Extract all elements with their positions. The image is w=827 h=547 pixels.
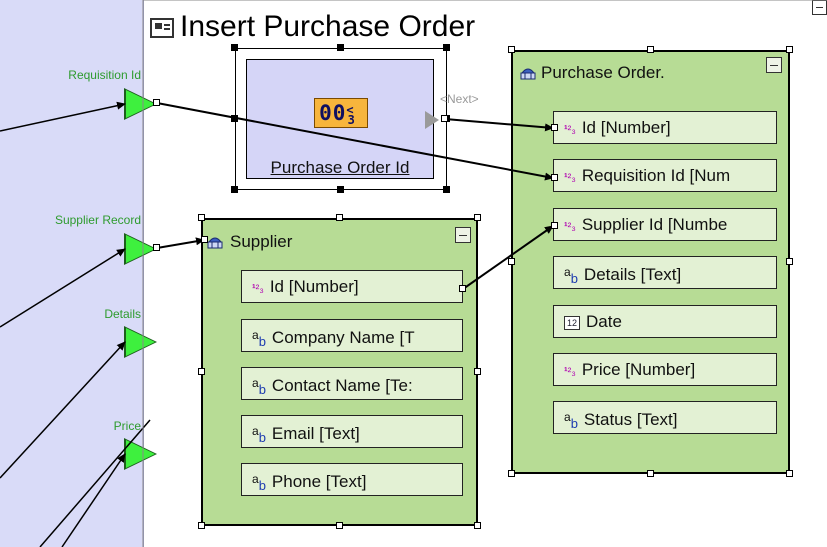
purchase-order-title: Purchase Order. — [541, 63, 665, 82]
connection-point[interactable] — [441, 115, 448, 122]
next-output-port[interactable] — [425, 111, 439, 129]
input-label-details: Details — [104, 307, 141, 321]
purchase-order-collapse-button[interactable] — [766, 57, 782, 73]
input-label-price: Price — [113, 419, 141, 433]
database-table-icon — [207, 237, 223, 249]
connector-po-id-to-id[interactable] — [444, 118, 554, 132]
input-label-requisition-id: Requisition Id — [68, 68, 141, 82]
connection-point[interactable] — [459, 285, 466, 292]
connection-point[interactable] — [201, 236, 208, 243]
connection-point[interactable] — [551, 222, 558, 229]
input-port-details[interactable] — [124, 326, 158, 358]
number-type-icon: ¹²₃ — [564, 172, 576, 184]
incoming-connector — [61, 453, 126, 547]
resize-handle[interactable] — [336, 214, 343, 221]
connection-point[interactable] — [153, 99, 160, 106]
resize-handle[interactable] — [508, 470, 515, 477]
number-type-icon: ¹²₃ — [252, 283, 264, 295]
number-type-icon: ¹²₃ — [564, 221, 576, 233]
resize-handle[interactable] — [198, 522, 205, 529]
number-type-icon: ¹²₃ — [564, 124, 576, 136]
resize-handle[interactable] — [337, 186, 344, 193]
text-type-icon: ab — [252, 328, 266, 349]
resize-handle[interactable] — [474, 368, 481, 375]
resize-handle[interactable] — [508, 258, 515, 265]
resize-handle[interactable] — [474, 522, 481, 529]
counter-icon: 00<3 — [314, 98, 368, 128]
text-type-icon: ab — [564, 410, 578, 431]
resize-handle[interactable] — [231, 115, 238, 122]
text-type-icon: ab — [252, 424, 266, 445]
supplier-collapse-button[interactable] — [455, 227, 471, 243]
connector-requisition-to-po[interactable] — [156, 102, 554, 181]
incoming-connector — [0, 248, 126, 328]
next-port-label: <Next> — [440, 92, 479, 106]
database-table-icon — [520, 68, 536, 80]
form-icon — [150, 18, 174, 38]
resize-handle[interactable] — [786, 470, 793, 477]
input-label-supplier-record: Supplier Record — [54, 213, 141, 227]
number-type-icon: ¹²₃ — [564, 366, 576, 378]
text-type-icon: ab — [252, 376, 266, 397]
connection-point[interactable] — [551, 174, 558, 181]
resize-handle[interactable] — [508, 46, 515, 53]
connector-supplier-record[interactable] — [156, 237, 205, 249]
resize-handle[interactable] — [336, 522, 343, 529]
resize-handle[interactable] — [474, 214, 481, 221]
resize-handle[interactable] — [786, 258, 793, 265]
text-type-icon: ab — [564, 265, 578, 286]
resize-handle[interactable] — [198, 368, 205, 375]
diagram-title: Insert Purchase Order — [180, 10, 476, 43]
resize-handle[interactable] — [198, 214, 205, 221]
incoming-connector — [0, 341, 126, 479]
input-port-requisition-id[interactable] — [124, 88, 158, 120]
date-type-icon: 12 — [564, 316, 580, 330]
purchase-order-id-label: Purchase Order Id — [270, 158, 410, 177]
resize-handle[interactable] — [231, 186, 238, 193]
resize-handle[interactable] — [443, 186, 450, 193]
input-port-supplier-record[interactable] — [124, 233, 158, 265]
connector-supplier-id[interactable] — [462, 225, 554, 290]
resize-handle[interactable] — [337, 44, 344, 51]
text-type-icon: ab — [252, 472, 266, 493]
resize-handle[interactable] — [647, 470, 654, 477]
connection-point[interactable] — [153, 244, 160, 251]
supplier-title: Supplier — [230, 232, 293, 251]
connection-point[interactable] — [551, 124, 558, 131]
resize-handle[interactable] — [647, 46, 654, 53]
resize-handle[interactable] — [443, 44, 450, 51]
incoming-connector — [39, 419, 151, 547]
resize-handle[interactable] — [231, 44, 238, 51]
resize-handle[interactable] — [786, 46, 793, 53]
incoming-connector — [0, 101, 126, 132]
